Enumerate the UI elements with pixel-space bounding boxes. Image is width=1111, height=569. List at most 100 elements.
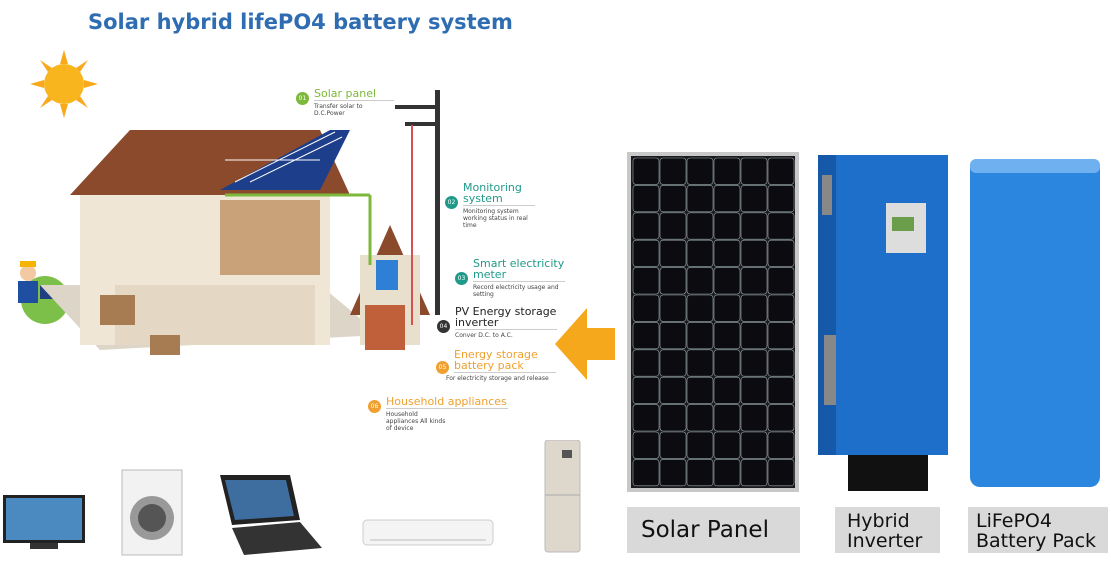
solar-cell	[740, 404, 768, 432]
callout-solar-panel: 01 Solar panel Transfer solar to D.C.Pow…	[296, 88, 394, 117]
arrow-left-icon	[555, 308, 615, 380]
solar-cell	[740, 376, 768, 404]
callout-title: Solar panel	[314, 88, 394, 101]
callout-title: Monitoring system	[463, 182, 535, 206]
solar-cell	[713, 459, 741, 487]
solar-cell	[740, 267, 768, 295]
solar-cell	[767, 212, 795, 240]
solar-cell	[632, 212, 660, 240]
solar-cell	[632, 185, 660, 213]
solar-cell	[713, 404, 741, 432]
solar-cell	[632, 267, 660, 295]
solar-cell	[686, 212, 714, 240]
callout-battery: 05 Energy storage battery pack For elect…	[436, 349, 556, 382]
battery-pack-image	[970, 159, 1100, 487]
solar-cell	[659, 212, 687, 240]
callout-number: 02	[445, 196, 458, 209]
solar-cell	[686, 404, 714, 432]
hybrid-inverter-image	[818, 155, 948, 491]
solar-cell	[659, 157, 687, 185]
solar-cell	[686, 349, 714, 377]
solar-cell	[686, 459, 714, 487]
solar-cell	[713, 349, 741, 377]
callout-title: PV Energy storage inverter	[455, 305, 557, 330]
callout-number: 01	[296, 92, 309, 105]
tv-icon	[3, 495, 85, 549]
solar-cell	[713, 239, 741, 267]
solar-cell	[713, 185, 741, 213]
label-hybrid-inverter: Hybrid Inverter	[835, 507, 940, 553]
solar-cell	[659, 294, 687, 322]
callout-number: 05	[436, 361, 449, 374]
solar-cell	[659, 376, 687, 404]
refrigerator-icon	[544, 440, 581, 553]
solar-cell	[686, 185, 714, 213]
solar-cell	[713, 267, 741, 295]
solar-cell	[740, 459, 768, 487]
callout-appliances: 06 Household appliances Household applia…	[368, 396, 508, 432]
sun-icon	[30, 50, 98, 118]
solar-cell	[767, 376, 795, 404]
washing-machine-icon	[121, 469, 183, 556]
callout-title: Smart electricity meter	[473, 257, 565, 282]
solar-cell	[659, 349, 687, 377]
solar-cell	[767, 349, 795, 377]
appliances-row	[3, 440, 581, 556]
solar-cell	[659, 404, 687, 432]
solar-cell	[632, 157, 660, 185]
laptop-icon	[220, 475, 322, 555]
solar-cell	[767, 404, 795, 432]
solar-cell	[632, 404, 660, 432]
solar-cell	[767, 431, 795, 459]
solar-cell	[767, 267, 795, 295]
callout-title: Household appliances	[386, 395, 508, 409]
solar-cell	[713, 294, 741, 322]
solar-cell	[713, 157, 741, 185]
callout-title: Energy storage battery pack	[454, 349, 556, 373]
solar-cell	[767, 157, 795, 185]
solar-cell	[632, 294, 660, 322]
callout-number: 06	[368, 400, 381, 413]
callout-smart-meter: 03 Smart electricity meter Record electr…	[455, 258, 565, 298]
solar-cell	[767, 185, 795, 213]
solar-cell	[686, 322, 714, 350]
solar-cell	[632, 431, 660, 459]
callout-monitoring: 02 Monitoring system Monitoring system w…	[445, 182, 535, 229]
house-illustration	[40, 90, 440, 420]
solar-cell	[713, 431, 741, 459]
label-solar-panel: Solar Panel	[627, 507, 800, 553]
solar-cell	[740, 431, 768, 459]
solar-cell	[713, 212, 741, 240]
solar-cell	[713, 322, 741, 350]
page-title: Solar hybrid lifePO4 battery system	[88, 10, 513, 34]
callout-number: 03	[455, 272, 468, 285]
solar-cell	[740, 185, 768, 213]
solar-cell	[767, 322, 795, 350]
air-conditioner-icon	[362, 519, 494, 546]
solar-cell	[659, 322, 687, 350]
solar-cell	[632, 376, 660, 404]
solar-cell	[659, 267, 687, 295]
solar-cell	[632, 459, 660, 487]
callout-desc: Monitoring system working status in real…	[463, 208, 528, 229]
solar-cell	[686, 267, 714, 295]
solar-cell	[686, 431, 714, 459]
solar-cell	[686, 239, 714, 267]
callout-inverter: 04 PV Energy storage inverter Conver D.C…	[437, 306, 557, 339]
callout-desc: For electricity storage and release	[446, 375, 549, 382]
solar-cell	[632, 239, 660, 267]
solar-cell	[686, 376, 714, 404]
solar-cell	[767, 239, 795, 267]
solar-cell	[713, 376, 741, 404]
callout-desc: Conver D.C. to A.C.	[455, 332, 513, 339]
solar-cell	[659, 239, 687, 267]
callout-desc: Household appliances All kinds of device	[386, 411, 446, 432]
solar-cell	[767, 459, 795, 487]
solar-cell	[686, 294, 714, 322]
solar-cell	[740, 212, 768, 240]
callout-number: 04	[437, 320, 450, 333]
solar-cell	[740, 349, 768, 377]
solar-cell	[740, 239, 768, 267]
solar-panel-image	[627, 152, 799, 492]
label-battery-pack: LiFePO4 Battery Pack	[968, 507, 1108, 553]
